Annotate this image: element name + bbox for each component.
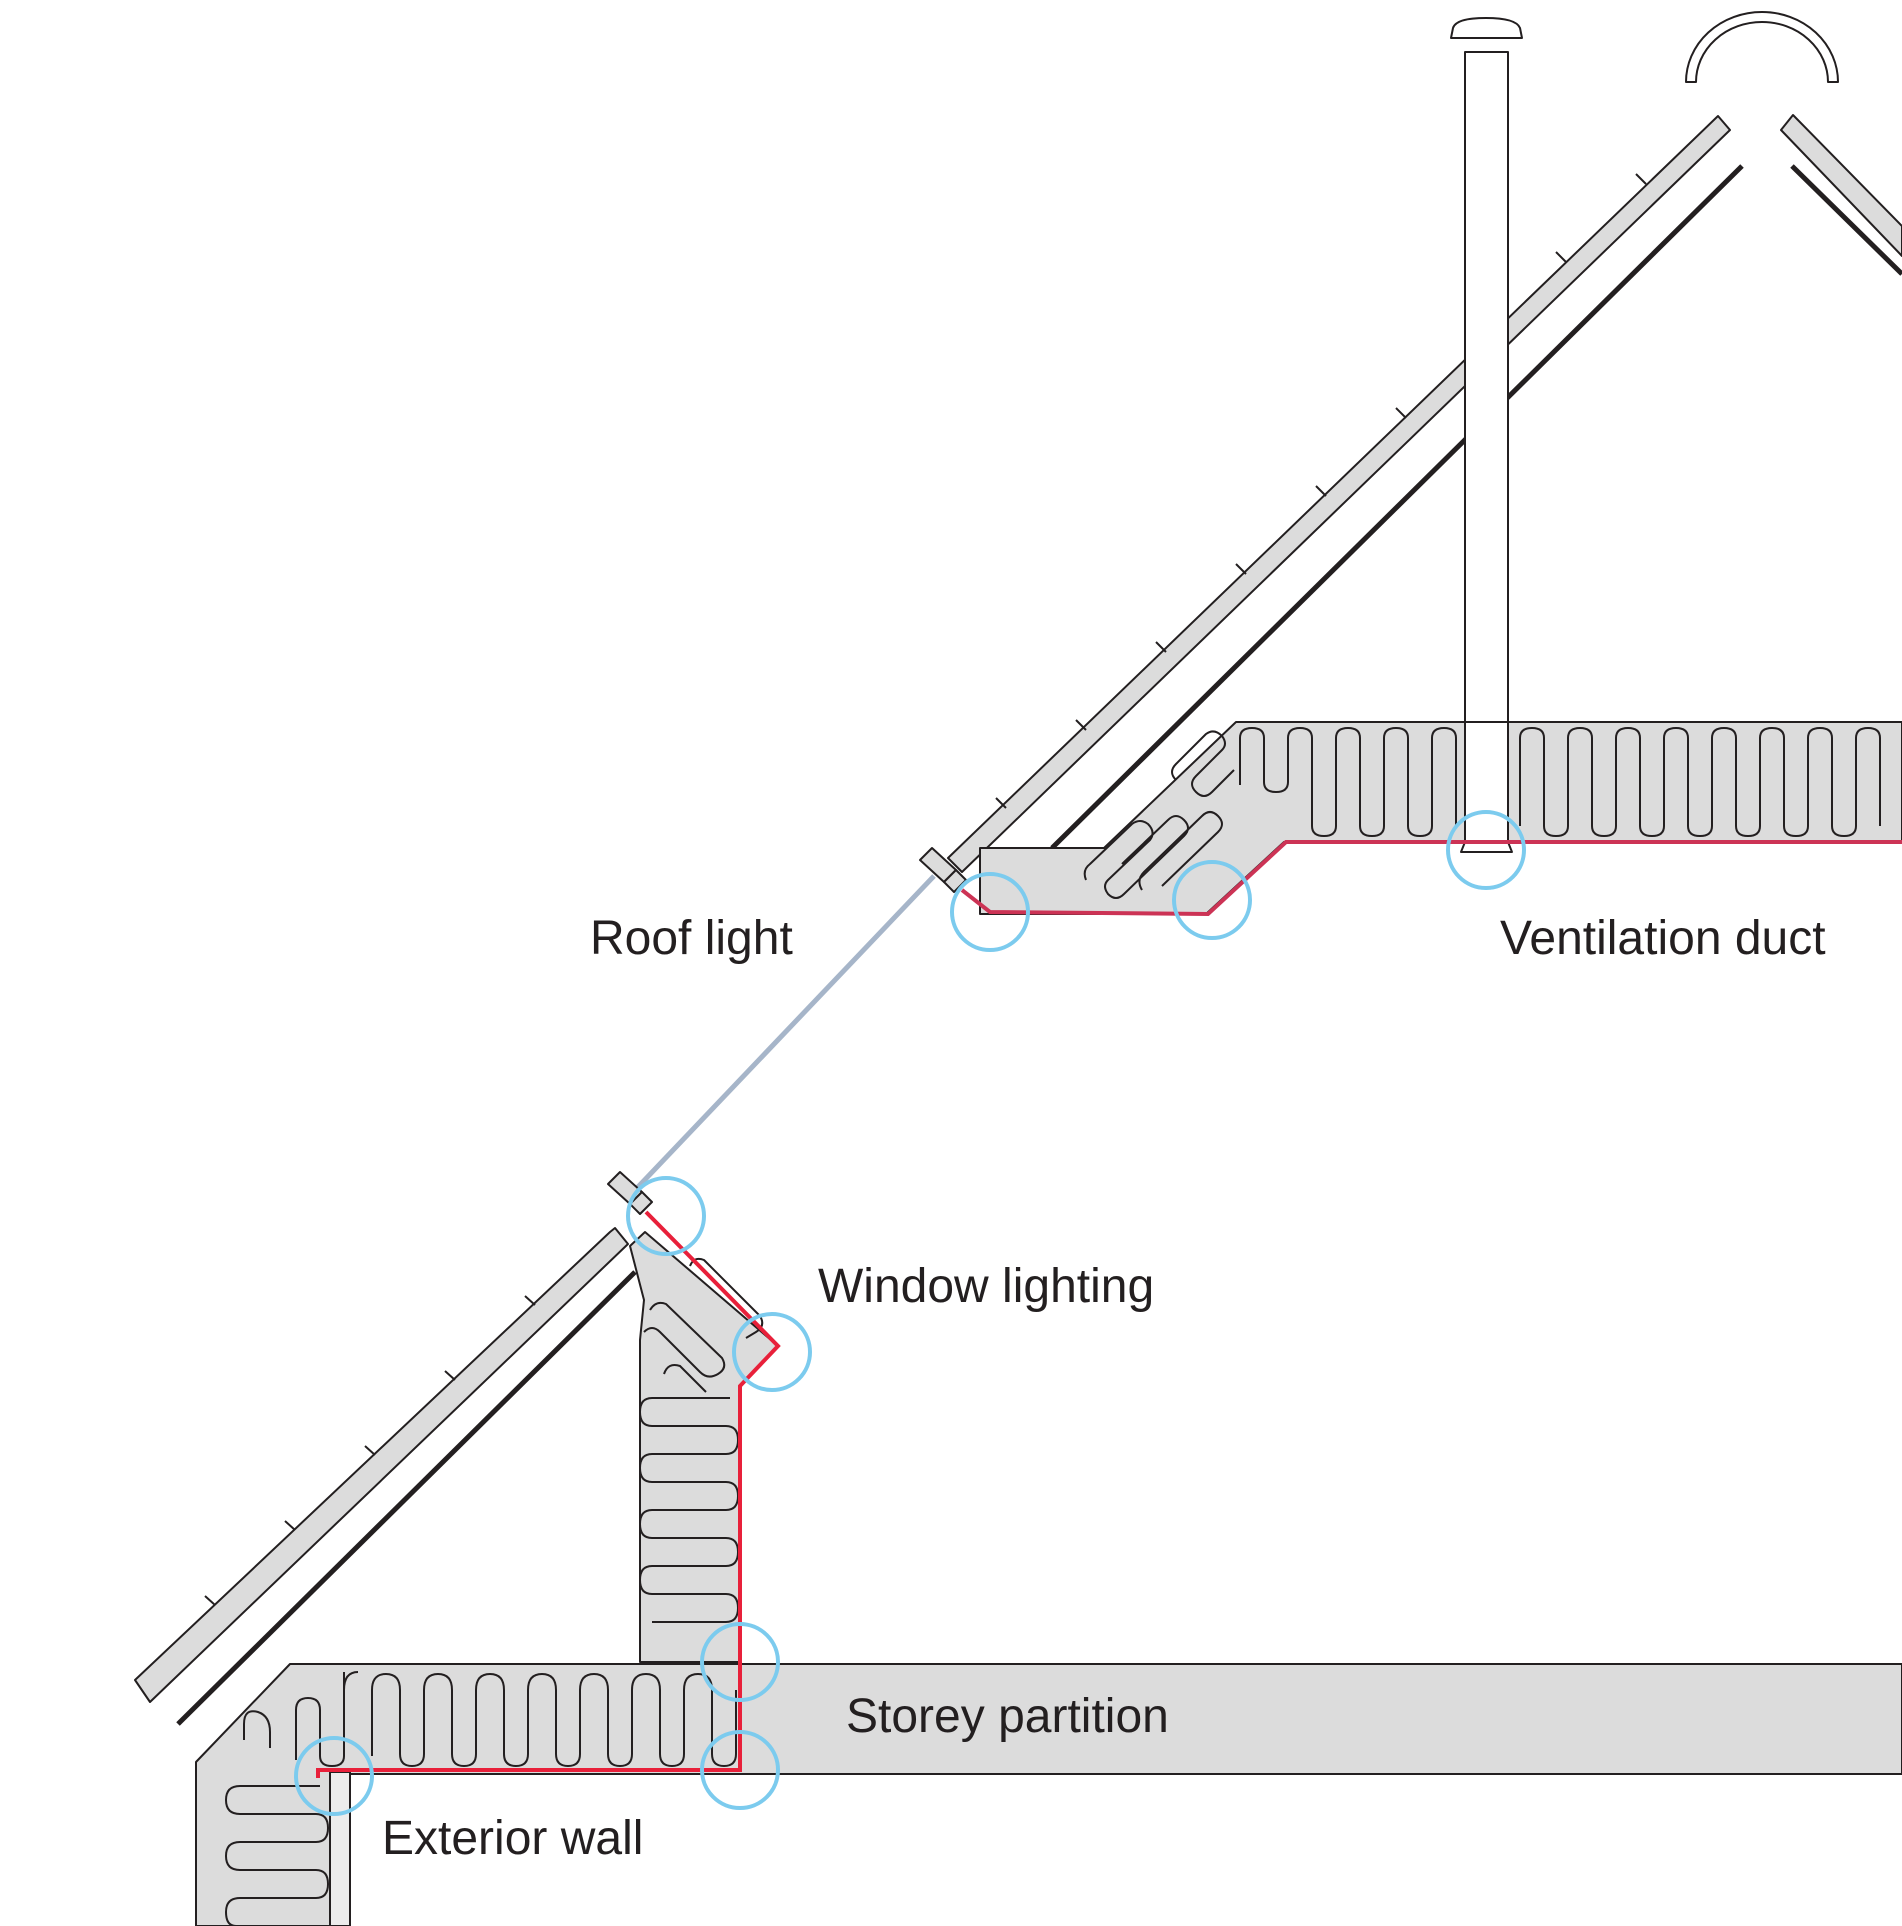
detail-marker-knee-wall-top — [700, 1622, 780, 1702]
ridge-cap — [1685, 11, 1839, 83]
detail-marker-roof-light-lower — [626, 1176, 706, 1256]
detail-marker-exterior-wall — [294, 1736, 374, 1816]
roof-light-glazing — [635, 874, 936, 1190]
upper-ceiling-insulation — [979, 721, 1902, 915]
label-ventilation-duct: Ventilation duct — [1500, 912, 1826, 965]
label-window-lighting: Window lighting — [818, 1260, 1154, 1313]
label-storey-partition: Storey partition — [846, 1690, 1169, 1743]
roof-covering-lower — [134, 1227, 637, 1726]
label-roof-light: Roof light — [590, 912, 793, 965]
detail-marker-window-corner — [732, 1312, 812, 1392]
detail-marker-knee-wall-bottom — [700, 1730, 780, 1810]
detail-markers — [294, 810, 1526, 1816]
detail-marker-roof-light-upper — [950, 872, 1030, 952]
airtight-layer-upper — [960, 840, 1902, 917]
detail-marker-ventilation-duct — [1446, 810, 1526, 890]
airtight-layer-lower — [316, 1210, 781, 1778]
ventilation-duct-pipe — [1450, 17, 1523, 853]
roof-covering-upper — [947, 114, 1902, 873]
label-exterior-wall: Exterior wall — [382, 1812, 643, 1865]
roof-light — [607, 847, 967, 1215]
detail-marker-collar-slope — [1172, 860, 1252, 940]
knee-wall-insulation — [629, 1231, 779, 1663]
